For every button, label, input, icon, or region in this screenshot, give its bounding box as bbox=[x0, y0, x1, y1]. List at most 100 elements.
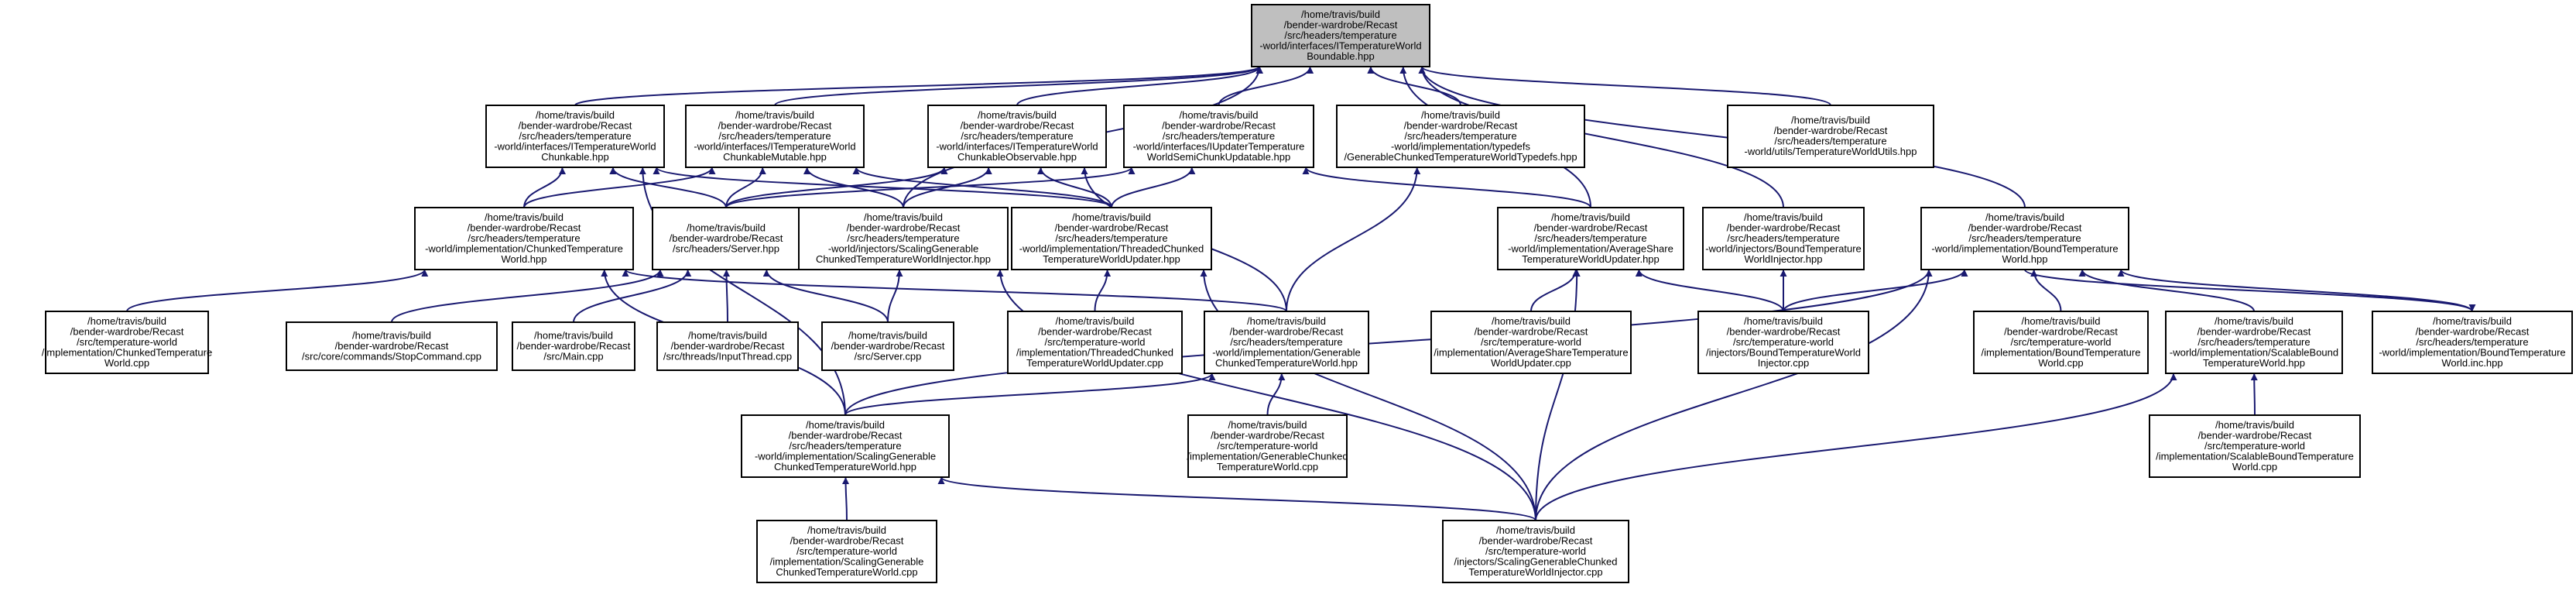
node-main-cpp[interactable]: /home/travis/build/bender-wardrobe/Recas… bbox=[512, 321, 635, 371]
node-inputthread-cpp[interactable]: /home/travis/build/bender-wardrobe/Recas… bbox=[656, 321, 799, 371]
node-label-line: /bender-wardrobe/Recast bbox=[1479, 534, 1593, 546]
node-server-cpp[interactable]: /home/travis/build/bender-wardrobe/Recas… bbox=[821, 321, 954, 371]
node-chunkable-h[interactable]: /home/travis/build/bender-wardrobe/Recas… bbox=[485, 105, 665, 168]
node-label-line: /bender-wardrobe/Recast bbox=[468, 222, 581, 233]
node-label-line: -world/interfaces/ITemperatureWorld bbox=[694, 140, 855, 152]
node-box bbox=[1442, 520, 1629, 583]
node-server-h[interactable]: /home/travis/build/bender-wardrobe/Recas… bbox=[652, 207, 800, 270]
node-label-line: /home/travis/build bbox=[1301, 9, 1380, 20]
node-box bbox=[821, 321, 954, 371]
node-label-line: /bender-wardrobe/Recast bbox=[519, 119, 632, 131]
node-bound-world-inc-h[interactable]: /home/travis/build/bender-wardrobe/Recas… bbox=[2372, 311, 2573, 374]
node-box bbox=[756, 520, 937, 583]
node-label-line: /bender-wardrobe/Recast bbox=[1534, 222, 1648, 233]
node-label-line: World.cpp bbox=[2232, 461, 2277, 472]
node-label-line: -world/utils/TemperatureWorldUtils.hpp bbox=[1744, 146, 1917, 157]
node-label-line: /src/Server.cpp bbox=[855, 350, 922, 362]
node-bound-injector-cpp[interactable]: /home/travis/build/bender-wardrobe/Recas… bbox=[1697, 311, 1869, 374]
node-label-line: /src/headers/temperature bbox=[519, 130, 631, 142]
edge-scaling-injector-h-to-chunkable-observable-h bbox=[903, 167, 992, 208]
node-chunked-world-cpp[interactable]: /home/travis/build/bender-wardrobe/Recas… bbox=[42, 311, 212, 374]
node-utils-h[interactable]: /home/travis/build/bender-wardrobe/Recas… bbox=[1727, 105, 1934, 168]
node-generable-chunked-h[interactable]: /home/travis/build/bender-wardrobe/Recas… bbox=[1204, 311, 1369, 374]
node-label-line: TemperatureWorldInjector.cpp bbox=[1468, 566, 1602, 578]
edge-scalable-bound-h-to-bound-world-h bbox=[2078, 269, 2255, 312]
node-scalable-bound-cpp[interactable]: /home/travis/build/bender-wardrobe/Recas… bbox=[2149, 414, 2361, 478]
node-box bbox=[1702, 207, 1865, 270]
node-label-line: /home/travis/build bbox=[1744, 315, 1823, 327]
edge-generable-chunked-h-to-chunked-world-h bbox=[622, 269, 1287, 312]
node-label-line: /home/travis/build bbox=[687, 222, 766, 233]
node-bound-injector-h[interactable]: /home/travis/build/bender-wardrobe/Recas… bbox=[1702, 207, 1865, 270]
node-label-line: /bender-wardrobe/Recast bbox=[1475, 325, 1588, 337]
node-label-line: /bender-wardrobe/Recast bbox=[1727, 222, 1841, 233]
node-box bbox=[1187, 414, 1348, 478]
node-label-line: /src/temperature-world bbox=[796, 545, 897, 557]
node-avgshare-updater-h[interactable]: /home/travis/build/bender-wardrobe/Recas… bbox=[1497, 207, 1684, 270]
node-scaling-injector-h[interactable]: /home/travis/build/bender-wardrobe/Recas… bbox=[798, 207, 1009, 270]
node-box bbox=[1336, 105, 1585, 168]
node-label-line: /src/temperature-world bbox=[2010, 336, 2111, 348]
node-chunkable-mutable-h[interactable]: /home/travis/build/bender-wardrobe/Recas… bbox=[685, 105, 865, 168]
node-avgshare-updater-cpp[interactable]: /home/travis/build/bender-wardrobe/Recas… bbox=[1430, 311, 1632, 374]
node-label-line: /implementation/ChunkedTemperature bbox=[42, 346, 212, 358]
node-box bbox=[2372, 311, 2573, 374]
node-label-line: /implementation/GenerableChunked bbox=[1187, 450, 1348, 462]
node-box bbox=[741, 414, 950, 478]
node-label-line: WorldInjector.hpp bbox=[1745, 253, 1823, 265]
node-label-line: /src/headers/temperature bbox=[1534, 232, 1646, 244]
node-label-line: /home/travis/build bbox=[1744, 211, 1823, 223]
node-label-line: /src/headers/temperature bbox=[1284, 29, 1396, 41]
node-label-line: /bender-wardrobe/Recast bbox=[1162, 119, 1276, 131]
node-scaling-generable-cpp[interactable]: /home/travis/build/bender-wardrobe/Recas… bbox=[756, 520, 937, 583]
node-typedefs-h[interactable]: /home/travis/build/bender-wardrobe/Recas… bbox=[1336, 105, 1585, 168]
node-scaling-injector-cpp[interactable]: /home/travis/build/bender-wardrobe/Recas… bbox=[1442, 520, 1629, 583]
node-chunkable-observable-h[interactable]: /home/travis/build/bender-wardrobe/Recas… bbox=[927, 105, 1107, 168]
node-label-line: -world/implementation/ThreadedChunked bbox=[1019, 242, 1204, 254]
node-stopcommand-cpp[interactable]: /home/travis/build/bender-wardrobe/Recas… bbox=[286, 321, 498, 371]
node-threaded-updater-cpp[interactable]: /home/travis/build/bender-wardrobe/Recas… bbox=[1007, 311, 1183, 374]
node-label-line: /home/travis/build bbox=[2433, 315, 2512, 327]
edge-chunked-world-h-to-chunkable-h bbox=[523, 167, 566, 208]
node-box bbox=[1920, 207, 2129, 270]
edge-scaling-generable-h-to-generable-chunked-h bbox=[844, 373, 1216, 416]
node-label-line: /src/headers/temperature bbox=[1230, 336, 1342, 348]
node-label-line: World.cpp bbox=[104, 357, 149, 369]
node-label-line: /src/temperature-world bbox=[1733, 336, 1834, 348]
node-box bbox=[512, 321, 635, 371]
node-label-line: /home/travis/build bbox=[1791, 115, 1870, 126]
node-label-line: /home/travis/build bbox=[735, 109, 814, 121]
node-box bbox=[286, 321, 498, 371]
node-bound-world-h[interactable]: /home/travis/build/bender-wardrobe/Recas… bbox=[1920, 207, 2129, 270]
node-label-line: /home/travis/build bbox=[1180, 109, 1259, 121]
node-threaded-updater-h[interactable]: /home/travis/build/bender-wardrobe/Recas… bbox=[1011, 207, 1212, 270]
node-label-line: TemperatureWorld.cpp bbox=[1217, 461, 1318, 472]
node-label-line: /home/travis/build bbox=[1492, 315, 1571, 327]
node-label-line: /home/travis/build bbox=[1421, 109, 1500, 121]
node-generable-chunked-cpp[interactable]: /home/travis/build/bender-wardrobe/Recas… bbox=[1187, 414, 1348, 478]
edge-bound-world-h-to-root bbox=[1418, 66, 2026, 208]
node-label-line: -world/implementation/ScalingGenerable bbox=[755, 450, 936, 462]
edge-scaling-injector-cpp-to-scaling-injector-h bbox=[996, 269, 1536, 521]
node-label-line: /bender-wardrobe/Recast bbox=[961, 119, 1074, 131]
node-chunked-world-h[interactable]: /home/travis/build/bender-wardrobe/Recas… bbox=[414, 207, 634, 270]
node-label-line: /bender-wardrobe/Recast bbox=[517, 340, 631, 352]
node-label-line: /src/temperature-world bbox=[1485, 545, 1586, 557]
node-label-line: -world/implementation/typedefs bbox=[1391, 140, 1530, 152]
node-label-line: ChunkedTemperatureWorld.hpp bbox=[1215, 357, 1358, 369]
edge-threaded-updater-h-to-chunkable-observable-h bbox=[1037, 167, 1112, 208]
node-semichunk-updatable-h[interactable]: /home/travis/build/bender-wardrobe/Recas… bbox=[1123, 105, 1314, 168]
node-bound-world-cpp[interactable]: /home/travis/build/bender-wardrobe/Recas… bbox=[1973, 311, 2149, 374]
edge-chunkable-observable-h-to-root bbox=[1016, 66, 1263, 106]
node-scaling-generable-h[interactable]: /home/travis/build/bender-wardrobe/Recas… bbox=[741, 414, 950, 478]
node-label-line: /src/headers/temperature bbox=[1055, 232, 1167, 244]
node-label-line: /home/travis/build bbox=[485, 211, 564, 223]
node-root[interactable]: /home/travis/build/bender-wardrobe/Recas… bbox=[1251, 4, 1430, 67]
edge-inputthread-cpp-to-server-h bbox=[723, 269, 731, 323]
node-label-line: /bender-wardrobe/Recast bbox=[1284, 19, 1398, 30]
node-label-line: /src/Main.cpp bbox=[543, 350, 603, 362]
node-scalable-bound-h[interactable]: /home/travis/build/bender-wardrobe/Recas… bbox=[2165, 311, 2343, 374]
node-label-line: TemperatureWorldUpdater.hpp bbox=[1043, 253, 1180, 265]
node-label-line: ChunkedTemperatureWorld.cpp bbox=[776, 566, 917, 578]
